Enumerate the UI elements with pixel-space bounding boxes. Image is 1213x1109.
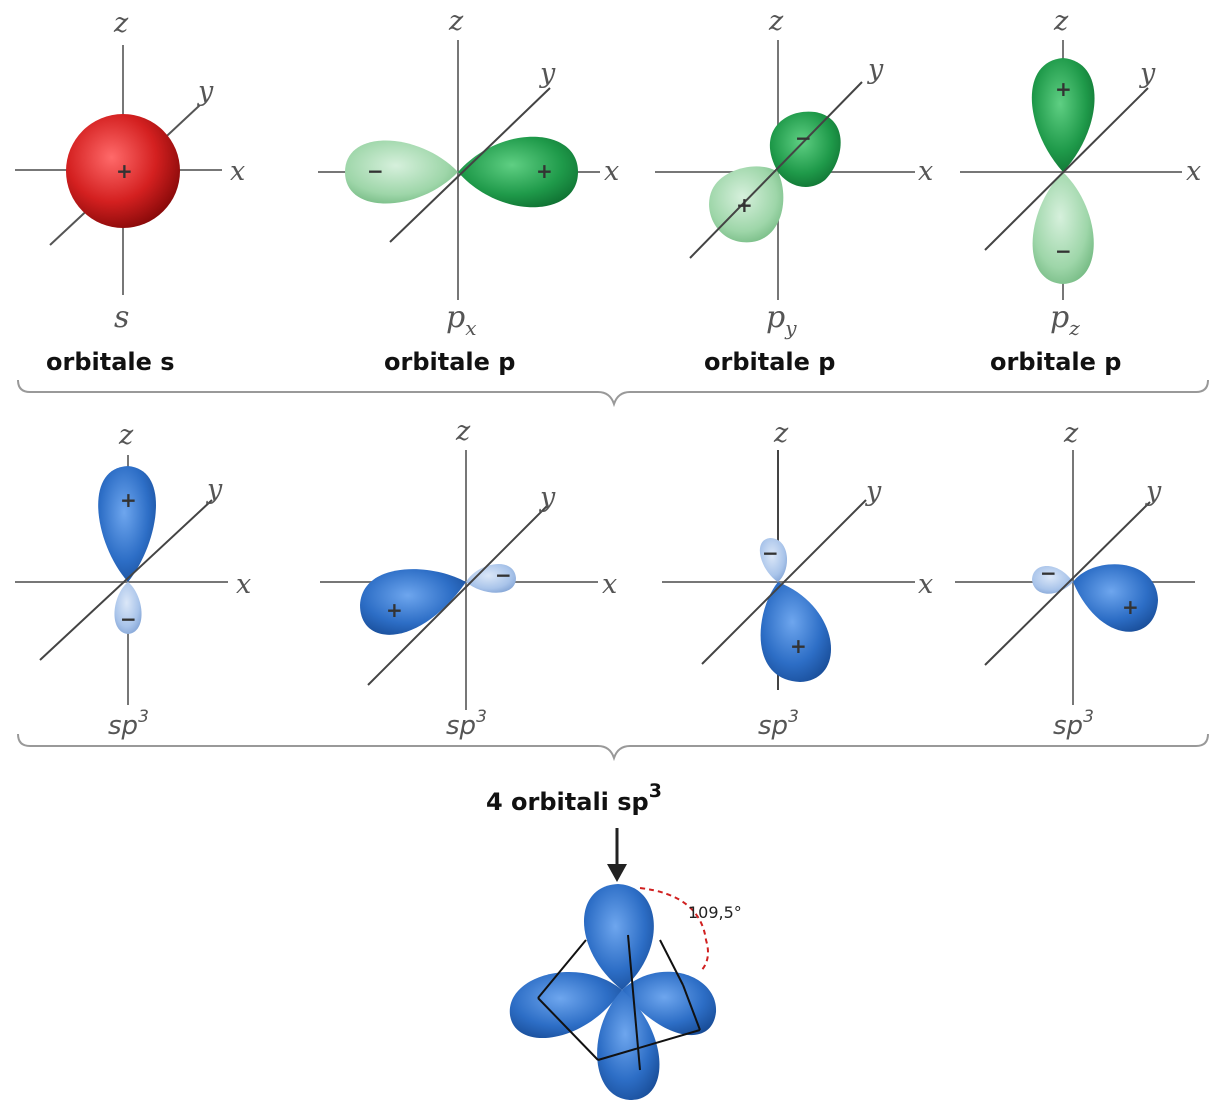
orbital-name: sp3 — [758, 707, 799, 741]
y-axis — [689, 81, 863, 259]
y-axis-label: y — [197, 76, 214, 107]
s-orbital-sphere — [66, 114, 180, 228]
py-lobe-positive — [709, 166, 784, 243]
lobe-left — [509, 971, 622, 1039]
plus-sign: + — [386, 598, 403, 622]
y-axis — [389, 87, 551, 243]
grouping-brace-top — [17, 379, 1209, 408]
py-lobe-negative — [769, 111, 841, 187]
minus-sign: − — [120, 607, 137, 631]
plus-sign: + — [736, 193, 753, 217]
angle-arc — [639, 887, 709, 973]
y-axis-label: y — [539, 58, 556, 89]
z-axis-label: z — [768, 6, 784, 37]
panel-sp3-2: + − z y x sp3 — [320, 416, 617, 741]
x-axis-label: x — [918, 569, 933, 600]
x-axis-label: x — [236, 569, 251, 600]
y-axis-label: y — [539, 482, 556, 513]
plus-sign: + — [790, 634, 807, 658]
x-axis-label: x — [604, 156, 619, 187]
y-axis — [701, 499, 867, 665]
sp3-lobe-small — [759, 538, 788, 582]
x-axis-label: x — [918, 156, 933, 187]
minus-sign: − — [795, 126, 812, 150]
panel-py-orbital: − + z y x py orbitale p — [655, 6, 933, 376]
panel-sp3-1: + − z y x sp3 — [15, 420, 251, 741]
x-axis-label: x — [1186, 156, 1201, 187]
px-lobe-positive — [458, 136, 578, 208]
panel-pz-orbital: + − z y x pz orbitale p — [960, 6, 1201, 376]
orbital-caption: orbitale p — [384, 348, 515, 376]
panel-px-orbital: − + z y x px orbitale p — [318, 6, 619, 376]
y-axis-label: y — [206, 474, 223, 505]
orbital-caption: orbitale p — [990, 348, 1121, 376]
z-axis-label: z — [1063, 418, 1079, 449]
minus-sign: − — [495, 563, 512, 587]
sp3-lobe-large — [98, 466, 156, 582]
orbital-name: px — [446, 300, 477, 340]
panel-sp3-3: − + z y x sp3 — [662, 418, 933, 741]
x-axis-label: x — [230, 156, 245, 187]
orbital-caption: orbitale s — [46, 348, 175, 376]
y-axis — [39, 499, 213, 661]
z-axis-label: z — [1053, 6, 1069, 37]
down-arrow-icon — [607, 828, 627, 882]
tetrahedral-sp3-model: 109,5° — [509, 884, 742, 1100]
summary-label: 4 orbitali sp3 — [486, 780, 662, 816]
orbital-name: py — [766, 300, 797, 340]
orbital-name: sp3 — [446, 707, 487, 741]
sp3-lobe-large — [360, 569, 466, 635]
grouping-brace-bottom — [17, 733, 1209, 762]
y-axis-label: y — [867, 54, 884, 85]
y-axis-label: y — [1139, 58, 1156, 89]
y-axis — [984, 87, 1149, 251]
plus-sign: + — [536, 159, 553, 183]
sp3-lobe-large — [760, 582, 832, 682]
z-axis-label: z — [113, 8, 129, 39]
z-axis-label: z — [448, 6, 464, 37]
minus-sign: − — [367, 159, 384, 183]
plus-sign: + — [116, 159, 133, 183]
z-axis-label: z — [455, 416, 471, 447]
panel-s-orbital: + z y x s orbitale s — [15, 8, 245, 376]
sp3-lobe-small — [466, 564, 516, 593]
lobe-right — [622, 971, 717, 1036]
orbital-name: pz — [1050, 300, 1080, 340]
z-axis-label: z — [118, 420, 134, 451]
plus-sign: + — [1122, 595, 1139, 619]
orbital-name: sp3 — [1053, 707, 1094, 741]
plus-sign: + — [120, 488, 137, 512]
px-lobe-negative — [345, 140, 458, 204]
orbital-caption: orbitale p — [704, 348, 835, 376]
z-axis-label: z — [773, 418, 789, 449]
pz-lobe-negative — [1032, 172, 1094, 284]
y-axis — [984, 501, 1151, 666]
plus-sign: + — [1055, 77, 1072, 101]
y-axis-label: y — [1145, 476, 1162, 507]
sp3-lobe-large — [1073, 564, 1158, 632]
bond-angle-label: 109,5° — [688, 903, 742, 922]
sp3-lobe-small — [114, 582, 142, 634]
minus-sign: − — [1040, 561, 1057, 585]
minus-sign: − — [1055, 239, 1072, 263]
lobe-bottom — [597, 990, 660, 1100]
orbital-name: s — [114, 300, 129, 335]
lobe-top — [583, 884, 654, 990]
x-axis-label: x — [602, 569, 617, 600]
panel-sp3-4: − + z y sp3 — [955, 418, 1195, 741]
orbital-name: sp3 — [108, 707, 149, 741]
pz-lobe-positive — [1031, 58, 1095, 172]
minus-sign: − — [762, 541, 779, 565]
y-axis-label: y — [865, 476, 882, 507]
y-axis — [367, 504, 549, 686]
tetrahedron-edges — [537, 934, 701, 1071]
